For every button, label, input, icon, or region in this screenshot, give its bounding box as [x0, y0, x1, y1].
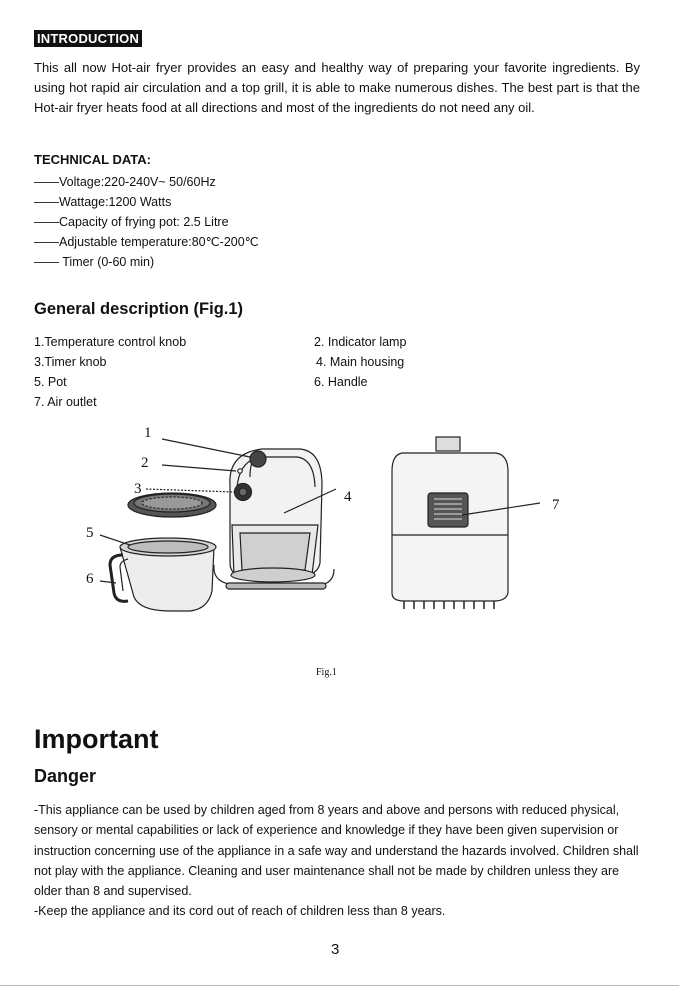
callout-4: 4 — [344, 489, 352, 505]
spec-voltage: ——Voltage:220-240V~ 50/60Hz — [34, 175, 216, 189]
spec-temperature: ——Adjustable temperature:80℃-200℃ — [34, 235, 259, 249]
danger-paragraph-1: -This appliance can be used by children … — [34, 803, 639, 899]
callout-5: 5 — [86, 525, 94, 541]
technical-data-heading: TECHNICAL DATA: — [34, 152, 151, 167]
technical-data-list: ——Voltage:220-240V~ 50/60Hz ——Wattage:12… — [34, 172, 259, 272]
part-6: 6. Handle — [314, 375, 368, 389]
callout-3: 3 — [134, 481, 142, 497]
air-fryer-figure: 1 2 3 4 5 6 7 — [86, 425, 560, 612]
part-7: 7. Air outlet — [34, 395, 97, 409]
introduction-heading: INTRODUCTION — [34, 30, 143, 47]
pot-illustration — [108, 537, 217, 612]
rear-view-illustration — [391, 436, 509, 609]
part-1: 1.Temperature control knob — [34, 335, 187, 349]
callout-6: 6 — [86, 571, 94, 587]
introduction-text: This all now Hot-air fryer provides an e… — [34, 60, 640, 115]
part-4: 4. Main housing — [316, 355, 405, 369]
callout-1: 1 — [144, 425, 152, 441]
part-5: 5. Pot — [34, 375, 67, 389]
callout-7: 7 — [552, 497, 560, 513]
page-number: 3 — [331, 941, 340, 958]
danger-paragraph-2: -Keep the appliance and its cord out of … — [34, 904, 446, 919]
main-housing-illustration — [213, 448, 335, 590]
page-bottom-divider — [0, 985, 679, 986]
spec-wattage: ——Wattage:1200 Watts — [34, 195, 172, 209]
general-description-heading: General description (Fig.1) — [34, 300, 244, 318]
part-3: 3.Timer knob — [34, 355, 107, 369]
figure-caption: Fig.1 — [316, 667, 337, 678]
callout-2: 2 — [141, 455, 149, 471]
part-2: 2. Indicator lamp — [314, 335, 407, 349]
spec-capacity: ——Capacity of frying pot: 2.5 Litre — [34, 215, 229, 229]
danger-text: -This appliance can be used by children … — [34, 800, 646, 922]
spec-timer: —— Timer (0-60 min) — [34, 255, 155, 269]
important-heading: Important — [34, 724, 159, 754]
grill-rack-illustration — [127, 492, 217, 518]
danger-heading: Danger — [34, 766, 97, 786]
